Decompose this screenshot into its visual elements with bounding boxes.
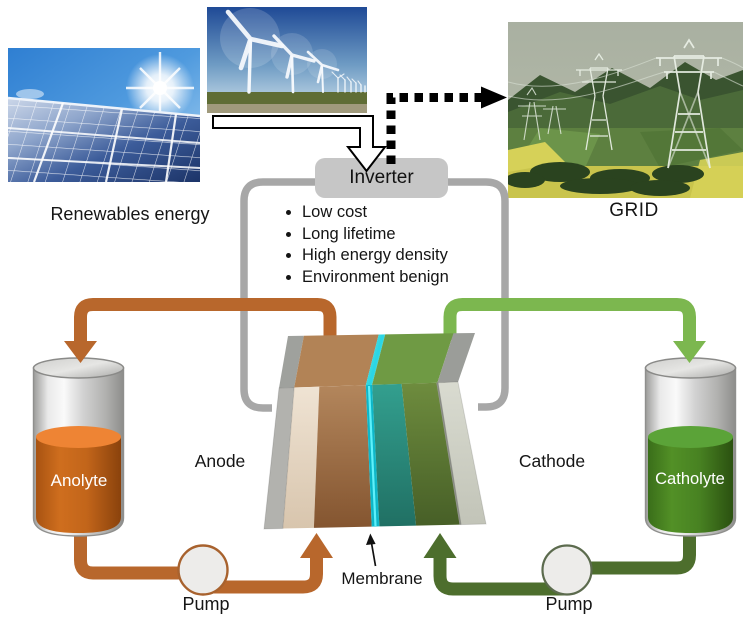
flow-cell xyxy=(263,333,487,530)
bullet-icon xyxy=(286,231,291,237)
catholyte-outlet-arrowhead xyxy=(423,533,457,558)
anolyte-pipe-return-b xyxy=(203,556,323,594)
wind-turbine-icon xyxy=(220,8,366,94)
bullet-icon xyxy=(286,253,291,259)
catholyte-inlet-arrowhead xyxy=(673,341,706,363)
cathode-label: Cathode xyxy=(518,451,586,471)
solar-panel-icon xyxy=(8,96,200,182)
anolyte-tank xyxy=(32,357,125,537)
clouds-icon xyxy=(16,89,170,145)
membrane-pointer-arrow xyxy=(366,533,377,567)
anolyte-inlet-arrowhead xyxy=(64,341,97,363)
solar-panel-photo xyxy=(8,48,200,182)
anode-frame xyxy=(282,386,320,529)
anolyte-label: Anolyte xyxy=(50,471,108,490)
benefit-text: Long lifetime xyxy=(302,224,396,243)
grid-label: GRID xyxy=(609,200,659,221)
cathode-electrode xyxy=(401,382,461,526)
benefit-text: High energy density xyxy=(302,246,448,264)
inverter-label: Inverter xyxy=(349,167,414,188)
pump-left-label: Pump xyxy=(182,594,230,614)
anolyte-pipe-return-a xyxy=(74,522,203,580)
power-grid-photo xyxy=(508,22,743,198)
anode-electrode xyxy=(313,385,372,528)
pump-left-icon xyxy=(177,544,229,596)
benefit-item: Long lifetime xyxy=(286,224,449,246)
catholyte-tank xyxy=(644,357,737,537)
benefit-item: Environment benign xyxy=(286,267,449,289)
bullet-icon xyxy=(286,274,291,280)
pylon-icon xyxy=(508,38,743,169)
catholyte-pipe-return-a xyxy=(567,522,696,575)
renewables-label: Renewables energy xyxy=(50,204,210,224)
catholyte-label: Catholyte xyxy=(655,470,725,488)
bullet-icon xyxy=(286,210,291,216)
benefits-list: Low cost Long lifetime High energy densi… xyxy=(286,202,449,288)
membrane-label: Membrane xyxy=(341,569,423,588)
benefit-item: Low cost xyxy=(286,202,449,224)
cathode-frame xyxy=(372,383,417,527)
catholyte-pipe-supply xyxy=(443,298,696,344)
tree-line-icon xyxy=(508,162,704,196)
wire-right xyxy=(447,178,509,411)
membrane-line xyxy=(366,385,378,527)
benefit-text: Environment benign xyxy=(302,267,449,286)
wind-turbines-photo xyxy=(207,7,367,113)
inverter-box: Inverter xyxy=(315,158,448,198)
anolyte-pipe-supply xyxy=(74,298,337,344)
benefit-item: High energy density xyxy=(286,245,449,267)
inverter-to-grid-arrow xyxy=(386,86,507,164)
pump-right-label: Pump xyxy=(545,594,593,614)
benefit-text: Low cost xyxy=(302,203,368,221)
sun-rays-icon xyxy=(126,52,194,124)
cell-end-plate-right xyxy=(437,382,486,525)
catholyte-pipe-return-b xyxy=(433,556,567,596)
pump-right-icon xyxy=(541,544,593,596)
anolyte-outlet-arrowhead xyxy=(300,533,333,558)
anode-label: Anode xyxy=(194,451,246,471)
